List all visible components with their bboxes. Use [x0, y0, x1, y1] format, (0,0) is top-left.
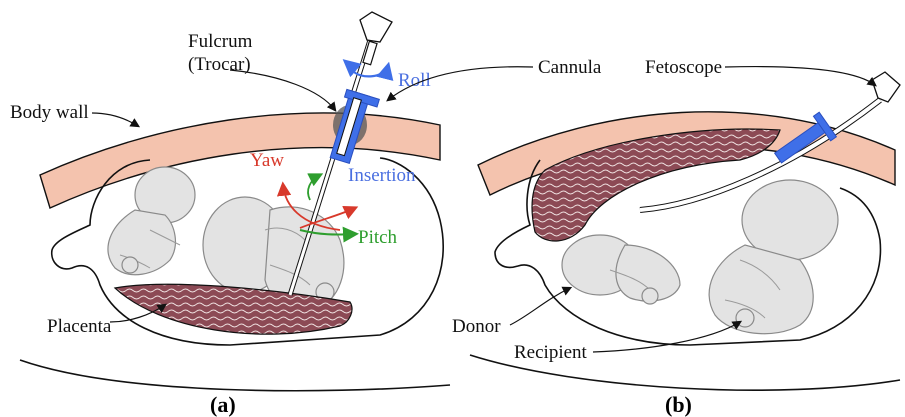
- fetoscope-leader: [725, 67, 875, 85]
- label-fulcrum: Fulcrum: [188, 31, 253, 52]
- label-donor: Donor: [452, 316, 501, 337]
- fetus-donor: [562, 235, 680, 304]
- label-trocar: (Trocar): [188, 54, 251, 75]
- donor-leader: [510, 288, 570, 325]
- label-roll: Roll: [398, 70, 431, 91]
- label-placenta: Placenta: [47, 316, 112, 337]
- body-wall-band: [40, 113, 440, 208]
- label-recipient: Recipient: [514, 342, 588, 363]
- fetus-left: [108, 167, 195, 275]
- label-insertion: Insertion: [348, 165, 416, 186]
- abdomen-outline: [20, 360, 450, 391]
- fulcrum-leader: [230, 70, 335, 110]
- eyepiece-b: [872, 72, 900, 102]
- panel-a: Fulcrum (Trocar) Roll Body wall Yaw Inse…: [10, 12, 450, 417]
- body-wall-leader: [92, 113, 138, 126]
- label-pitch: Pitch: [358, 227, 398, 248]
- label-body-wall: Body wall: [10, 102, 89, 123]
- label-fetoscope: Fetoscope: [645, 57, 722, 78]
- roll-arrow: [352, 66, 388, 76]
- caption-b: (b): [665, 392, 692, 417]
- label-cannula: Cannula: [538, 57, 602, 78]
- recipient-leader: [593, 322, 740, 352]
- eyepiece-a: [360, 12, 392, 42]
- panel-b: Cannula Fetoscope Donor Recipient (b): [388, 57, 900, 417]
- caption-a: (a): [210, 392, 236, 417]
- label-yaw: Yaw: [250, 150, 284, 171]
- fetus-recipient: [709, 180, 838, 334]
